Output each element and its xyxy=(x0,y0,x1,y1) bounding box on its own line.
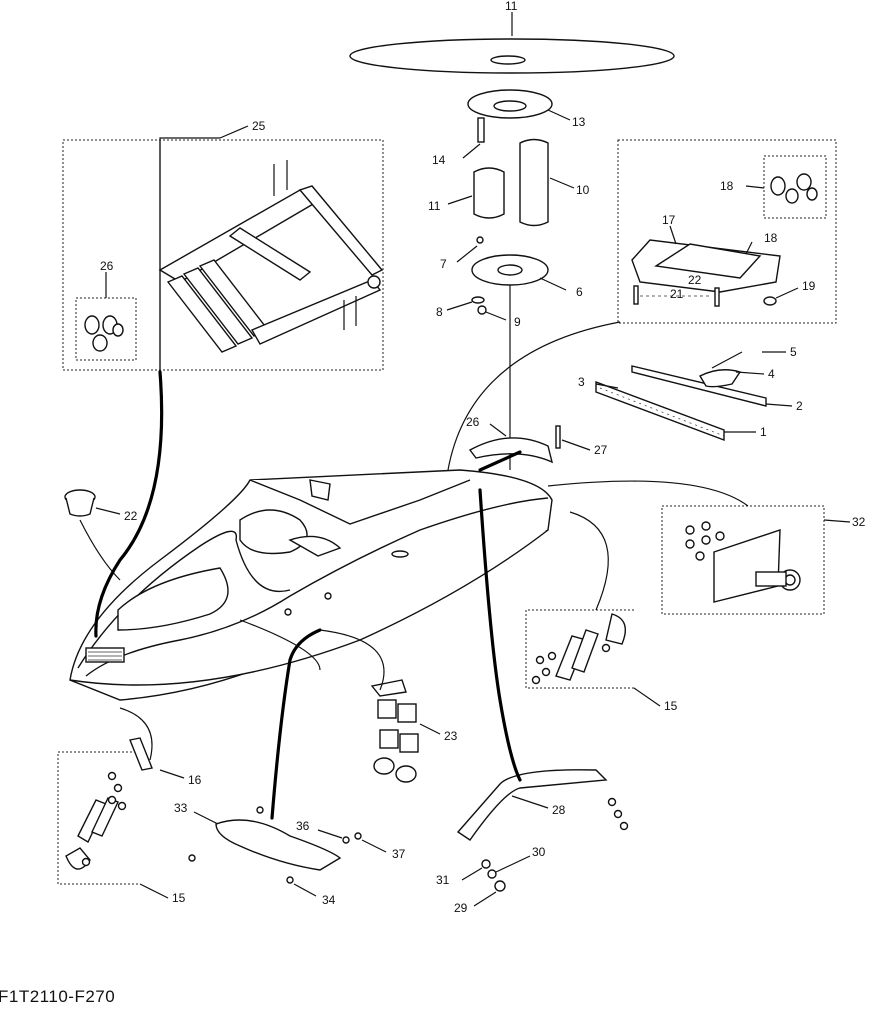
label-15-right: 15 xyxy=(664,699,678,713)
label-33: 32 xyxy=(852,515,866,529)
label-23: 22 xyxy=(124,509,138,523)
label-22: 22 xyxy=(688,273,702,287)
label-24: 23 xyxy=(444,729,458,743)
label-13: 13 xyxy=(572,115,586,129)
part-23-cup-holder xyxy=(64,489,121,581)
label-9: 9 xyxy=(514,315,521,329)
label-19: 19 xyxy=(802,279,816,293)
tow-eye-right-box xyxy=(525,511,661,707)
part-34-bumper xyxy=(188,806,387,897)
label-10: 10 xyxy=(576,183,590,197)
label-21: 21 xyxy=(670,287,684,301)
bow-eye-detail-box xyxy=(547,480,851,615)
label-8: 8 xyxy=(436,305,443,319)
routing-leader-lines xyxy=(94,370,522,820)
label-15-left: 15 xyxy=(172,891,186,905)
figure-code: F1T2110-F270 xyxy=(0,987,115,1004)
part-number-labels: 11 13 14 11 10 7 6 8 9 25 26 18 17 18 22… xyxy=(100,0,866,915)
part-10-tube xyxy=(519,138,575,227)
part-6-lower-ring xyxy=(471,254,567,291)
part-14-screw xyxy=(462,117,485,159)
label-27: 26 xyxy=(466,415,480,429)
label-26: 26 xyxy=(100,259,114,273)
part-27-handle xyxy=(468,423,591,464)
fasteners-30-31-32 xyxy=(461,855,531,907)
label-34: 33 xyxy=(174,801,188,815)
label-12: 11 xyxy=(505,0,518,13)
part-11-tube xyxy=(447,167,505,219)
label-5: 5 xyxy=(790,345,797,359)
part-29-tow-bar xyxy=(456,769,629,841)
part-7-screw xyxy=(456,236,484,263)
label-17: 17 xyxy=(662,213,676,227)
part-13-upper-ring xyxy=(467,89,571,121)
label-1: 1 xyxy=(760,425,767,439)
label-16: 16 xyxy=(188,773,202,787)
ladder-detail-box xyxy=(62,125,384,371)
label-32: 31 xyxy=(436,873,450,887)
label-4: 4 xyxy=(768,367,775,381)
part-12-cover-disc xyxy=(349,12,675,74)
part-16-bracket xyxy=(119,707,185,779)
boat-hull xyxy=(69,469,553,701)
bracket-detail-box xyxy=(447,139,837,471)
part-24-drain-plugs xyxy=(370,679,441,783)
label-30: 29 xyxy=(454,901,468,915)
label-35: 34 xyxy=(322,893,336,907)
label-3: 3 xyxy=(578,375,585,389)
label-29: 28 xyxy=(552,803,566,817)
label-37: 37 xyxy=(392,847,406,861)
label-28: 27 xyxy=(594,443,608,457)
label-11: 11 xyxy=(428,199,441,213)
label-6: 6 xyxy=(576,285,583,299)
label-7: 7 xyxy=(440,257,447,271)
rail-assembly xyxy=(595,351,793,442)
label-25: 25 xyxy=(252,119,266,133)
part-9-nut xyxy=(477,305,507,321)
label-14: 14 xyxy=(432,153,446,167)
label-36: 36 xyxy=(296,819,310,833)
part-8-washer xyxy=(446,296,485,311)
tow-eye-left-box xyxy=(57,751,169,899)
label-31: 30 xyxy=(532,845,546,859)
label-20: 18 xyxy=(720,179,734,193)
label-2: 2 xyxy=(796,399,803,413)
label-18: 18 xyxy=(764,231,778,245)
